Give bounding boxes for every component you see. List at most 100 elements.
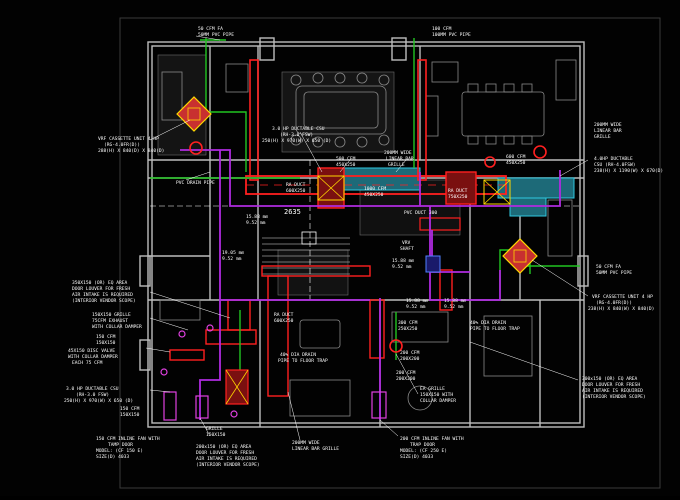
sheet-border <box>119 17 661 489</box>
note-drain-c2: PIPE TO FLOOR TRAP <box>278 358 328 364</box>
note-inlinefan-r3: MODEL: (CF 250 E) <box>400 448 447 454</box>
note-300cfm-size: 250X250 <box>398 326 418 332</box>
note-grille150-1: 150X150 GRILLE <box>92 312 131 318</box>
note-150cfm-l: 150 CFM <box>120 406 140 412</box>
note-cassette-r1: VRF CASSETTE UNIT 4 HP <box>592 294 653 300</box>
dim-952b: 9.52 mm <box>222 256 242 262</box>
note-cassette-left-2: (RG-4.0FR(D)) <box>104 142 140 148</box>
note-150cfm: 150 CFM <box>96 334 116 340</box>
note-grille150-2: 75CFM EXHAUST <box>92 318 128 324</box>
note-drain-c1: 40% DIA DRAIN <box>280 352 316 358</box>
vrv-shaft <box>301 231 441 273</box>
note-500cfm: 500 CFM <box>336 156 356 162</box>
note-inlinefan-l2: TAMP DOOR <box>108 442 133 448</box>
dim-952e: 9.52 mm <box>444 304 464 310</box>
note-linearbar-2: LINEAR BAR <box>386 156 414 162</box>
note-eqarea-r1: 300x150 (OR) EQ AREA <box>582 376 638 382</box>
note-radust-1-size: 600X250 <box>286 188 306 194</box>
note-inlinefan-l1: 150 CFM INLINE FAN WITH <box>96 436 160 442</box>
note-louver-l2: DOOR LOUVER FOR FRESH <box>196 450 254 456</box>
ductable-unit-left <box>225 369 249 405</box>
note-eqarea-l1: 350X150 (OR) EQ AREA <box>72 280 128 286</box>
note-50cfm-top: 50 CFM FA <box>198 26 223 32</box>
note-louver-l3: AIR INTAKE IS REQUIRED <box>196 456 257 462</box>
note-linearbar-1: 200MM WIDE <box>384 150 412 156</box>
note-inlinefan-r2: TRAP DOOR <box>410 442 435 448</box>
note-ductcsu-l3: 250(H) X 970(W) X 650 (D) <box>64 398 133 404</box>
note-eqarea-r3: AIR INTAKE IS REQUIRED <box>582 388 643 394</box>
note-radust-c: RA DUCT <box>274 312 294 318</box>
note-grille-l-size: 150X150 <box>206 432 226 438</box>
note-ductcsu-l1: 3.0 HP DUCTABLE CSU <box>66 386 119 392</box>
ductable-unit-center <box>317 175 345 201</box>
note-eagrille-1: EA GRILLE <box>420 386 445 392</box>
note-ductcsu-2: (RH-3.0 FSW) <box>280 132 313 138</box>
note-radust-2-size: 750X250 <box>448 194 468 200</box>
note-eqarea-l4: (INTERIOR VENDOR SCOPE) <box>72 298 136 304</box>
note-louver-l4: (INTERIOR VENDOR SCOPE) <box>196 462 260 468</box>
note-linearbar-3: GRILLE <box>388 162 405 168</box>
cassette-unit-right <box>502 238 538 274</box>
note-ductcsu-1: 3.0 HP DUCTABLE CSU <box>272 126 325 132</box>
note-inlinefan-l4: SIZE(D) 4033 <box>96 454 129 460</box>
note-linearbar-r3: GRILLE <box>594 134 611 140</box>
note-radust-2: RA DUCT <box>448 188 468 194</box>
note-300cfm: 300 CFM <box>398 320 418 326</box>
note-pvc-r: 50MM PVC PIPE <box>596 270 632 276</box>
dim-952: 9.52 mm <box>246 220 266 226</box>
dim-1588d: 15.88 mm <box>444 298 466 304</box>
note-linearbar-r2: LINEAR BAR <box>594 128 622 134</box>
note-eqarea-r2: DOOR LOUVER FOR FRESH <box>582 382 640 388</box>
note-eagrille-3: COLLAR DAMPER <box>420 398 456 404</box>
note-ductcsu-r3: 238(H) X 1190(W) X 670(D) <box>594 168 663 174</box>
note-louver-l1: 200x150 (OR) EQ AREA <box>196 444 252 450</box>
note-600cfm: 600 CFM <box>506 154 526 160</box>
note-eqarea-l3: AIR INTAKE IS REQUIRED <box>72 292 133 298</box>
dim-952c: 9.52 mm <box>392 264 412 270</box>
note-150cfm-size: 150X150 <box>96 340 116 346</box>
note-cassette-r2: (RG-4.0FR(D)) <box>596 300 632 306</box>
return-duct-layer <box>339 167 575 217</box>
note-150cfm-l-size: 150X150 <box>120 412 140 418</box>
leader-lines <box>145 35 589 441</box>
dim-952d: 9.52 mm <box>406 304 426 310</box>
ductable-unit-right <box>483 179 511 205</box>
dim-1588b: 15.88 mm <box>392 258 414 264</box>
dim-1588c: 15.88 mm <box>406 298 428 304</box>
dim-1905: 19.05 mm <box>222 250 244 256</box>
note-shaft: SHAFT <box>400 246 414 252</box>
note-inlinefan-l3: MODEL: (CF 150 E) <box>96 448 143 454</box>
note-linearbar-b1: 200MM WIDE <box>292 440 320 446</box>
note-1000cfm-size: 450X250 <box>364 192 384 198</box>
note-discvalve-2: WITH COLLAR DAMPER <box>68 354 118 360</box>
note-100pvc: 100MM PVC PIPE <box>432 32 471 38</box>
note-ductcsu-l2: (RH-3.0 FSW) <box>76 392 109 398</box>
note-linearbar-b2: LINEAR BAR GRILLE <box>292 446 339 452</box>
note-grille-l: GRILLE <box>206 426 223 432</box>
note-cassette-left-1: VRF CASSETTE UNIT 4 HP <box>98 136 159 142</box>
note-eagrille-2: 150X150 WITH <box>420 392 453 398</box>
note-200cfm-b: 200 CFM <box>396 370 416 376</box>
note-500cfm-size: 450X250 <box>336 162 356 168</box>
note-pvc-drain-left: PVC DRAIN PIPE <box>176 180 215 186</box>
grid-lines <box>150 160 580 300</box>
note-600cfm-size: 450X250 <box>506 160 526 166</box>
note-linearbar-r1: 200MM WIDE <box>594 122 622 128</box>
note-1000cfm: 1000 CFM <box>364 186 386 192</box>
note-200cfm-b-size: 200X200 <box>396 376 416 382</box>
text-layer: 50 CFM FA 50MM PVC PIPE 100 CFM 100MM PV… <box>64 26 663 468</box>
note-grille150-3: WITH COLLAR DAMPER <box>92 324 142 330</box>
dim-1588: 15.88 mm <box>246 214 268 220</box>
dim-2635: 2635 <box>284 208 301 216</box>
note-vrv: VRV <box>402 240 411 246</box>
note-ductcsu-r2: CSU (RH-4.0FSW) <box>594 162 636 168</box>
note-200cfm: 200 CFM <box>400 350 420 356</box>
note-inlinefan-r4: SIZE(D) 4033 <box>400 454 433 460</box>
note-ductcsu-r1: 4.0HP DUCTABLE <box>594 156 633 162</box>
note-200cfm-size: 200X200 <box>400 356 420 362</box>
note-cassette-r3: 238(H) X 840(W) X 840(D) <box>588 306 654 312</box>
note-eqarea-r4: (INTERIOR VENDOR SCOPE) <box>582 394 646 400</box>
red-circle-fittings <box>189 141 547 353</box>
